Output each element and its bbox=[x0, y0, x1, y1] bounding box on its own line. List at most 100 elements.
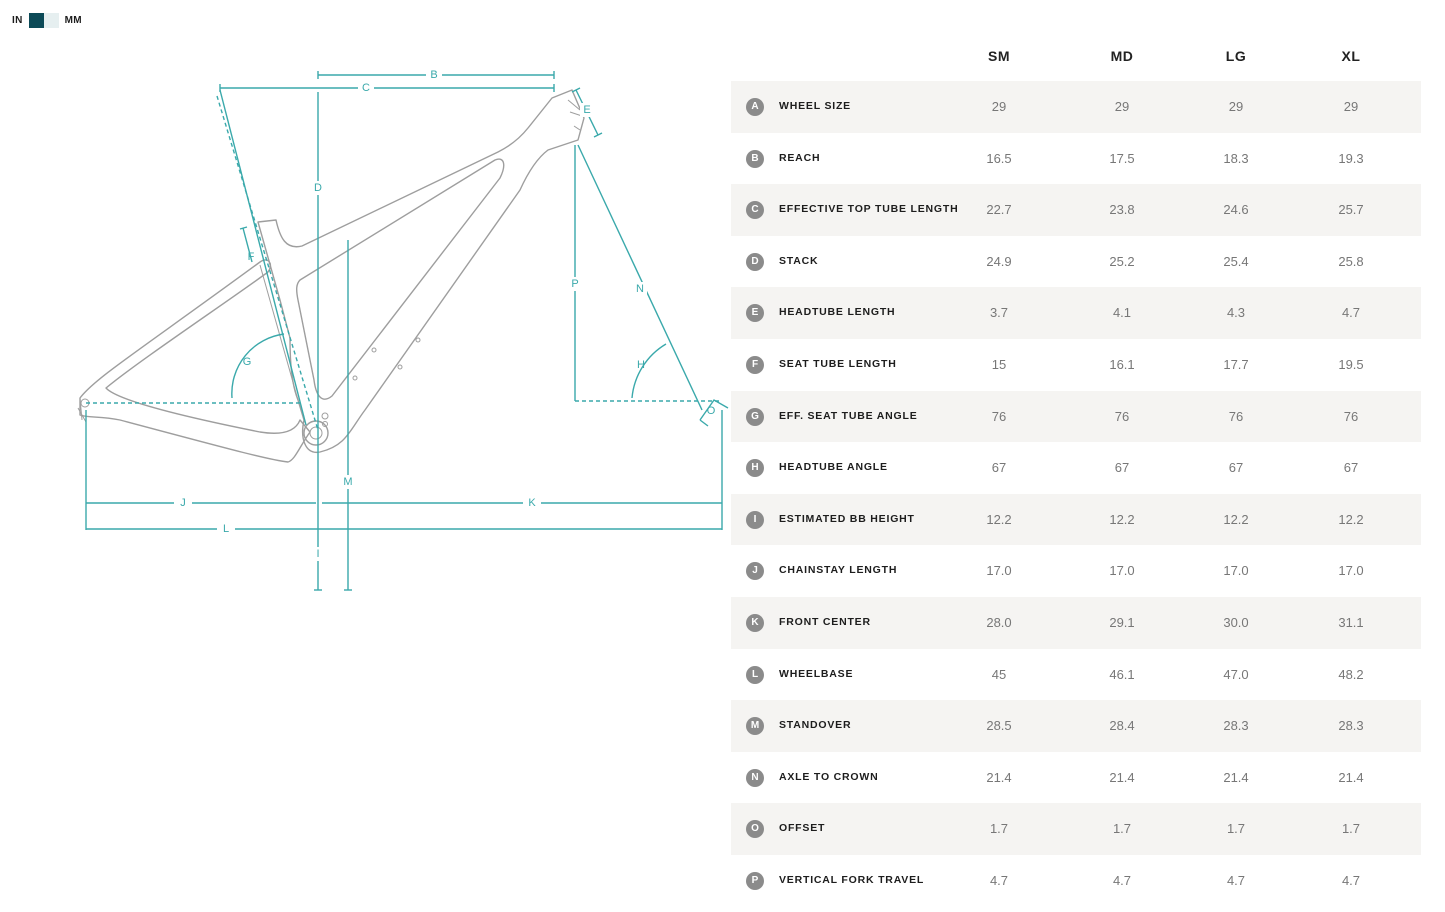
row-letter-badge: E bbox=[746, 304, 764, 323]
table-cell: 29 bbox=[991, 99, 1007, 114]
row-letter-badge: C bbox=[746, 201, 764, 220]
table-cell: 30.0 bbox=[1223, 614, 1249, 630]
table-cell: 48.2 bbox=[1338, 666, 1364, 682]
geometry-diagram: B C D E F G H I J K L M N O P bbox=[0, 50, 730, 610]
diagram-label-i: I bbox=[316, 548, 319, 560]
table-cell: 17.0 bbox=[986, 563, 1012, 579]
row-letter-badge: H bbox=[746, 459, 764, 478]
seatstay-detail bbox=[259, 264, 299, 401]
row-label: OFFSET bbox=[779, 822, 826, 835]
cable-port-3 bbox=[415, 337, 421, 343]
table-cell: 29.1 bbox=[1109, 614, 1135, 630]
unit-toggle[interactable]: IN MM bbox=[12, 12, 82, 28]
table-cell: 12.2 bbox=[1223, 511, 1249, 527]
table-cell: 17.0 bbox=[1223, 563, 1249, 579]
diagram-label-d: D bbox=[314, 182, 322, 194]
front-triangle-inner bbox=[295, 158, 505, 400]
table-cell: 23.8 bbox=[1109, 202, 1135, 218]
table-cell: 4.7 bbox=[1226, 872, 1246, 888]
diagram-label-b: B bbox=[430, 69, 437, 81]
rear-triangle bbox=[79, 259, 311, 463]
row-letter-badge: D bbox=[746, 252, 764, 271]
table-cell: 22.7 bbox=[986, 202, 1012, 218]
table-cell: 16.5 bbox=[986, 150, 1012, 166]
table-cell: 28.4 bbox=[1109, 718, 1135, 734]
table-cell: 12.2 bbox=[1109, 511, 1135, 527]
unit-mm-option[interactable]: MM bbox=[64, 14, 82, 26]
table-cell: 16.1 bbox=[1109, 356, 1135, 372]
diagram-label-k: K bbox=[528, 497, 536, 509]
table-cell: 19.3 bbox=[1338, 150, 1364, 166]
table-cell: 25.4 bbox=[1223, 253, 1249, 269]
table-cell: 67 bbox=[991, 460, 1007, 476]
row-label: VERTICAL FORK TRAVEL bbox=[779, 873, 925, 886]
diagram-label-n: N bbox=[636, 283, 644, 295]
table-cell: 21.4 bbox=[1223, 769, 1249, 785]
front-triangle bbox=[257, 89, 585, 453]
table-cell: 21.4 bbox=[986, 769, 1012, 785]
table-cell: 67 bbox=[1228, 460, 1244, 476]
table-cell: 76 bbox=[1228, 408, 1244, 424]
cable-port-2 bbox=[352, 375, 358, 381]
diagram-label-e: E bbox=[583, 104, 590, 116]
diagram-label-h: H bbox=[637, 359, 645, 371]
bolt-2 bbox=[322, 421, 328, 427]
headtube-detail bbox=[567, 99, 583, 131]
table-cell: 17.0 bbox=[1109, 563, 1135, 579]
row-label: STACK bbox=[779, 254, 819, 267]
unit-switch-track[interactable] bbox=[43, 12, 59, 28]
frame-diagram-svg: B C D E F G H I J K L M N O P bbox=[77, 68, 729, 591]
table-cell: 25.2 bbox=[1109, 253, 1135, 269]
unit-switch[interactable] bbox=[28, 12, 59, 28]
row-letter-badge: K bbox=[746, 613, 764, 632]
table-cell: 25.7 bbox=[1338, 202, 1364, 218]
table-cell: 1.7 bbox=[1112, 821, 1132, 837]
size-header-lg: LG bbox=[1225, 48, 1247, 64]
diagram-label-p: P bbox=[571, 278, 578, 290]
angle-arc-h bbox=[631, 343, 667, 399]
unit-in-option[interactable]: IN bbox=[12, 14, 23, 26]
table-cell: 1.7 bbox=[989, 821, 1009, 837]
row-letter-badge: A bbox=[746, 98, 764, 116]
diagram-label-l: L bbox=[223, 523, 229, 535]
table-cell: 12.2 bbox=[1338, 511, 1364, 527]
table-cell: 3.7 bbox=[989, 305, 1009, 321]
row-label: AXLE TO CROWN bbox=[779, 770, 879, 783]
table-cell: 17.0 bbox=[1338, 563, 1364, 579]
table-cell: 4.7 bbox=[1341, 305, 1361, 321]
table-cell: 45 bbox=[991, 666, 1007, 682]
row-label: HEADTUBE ANGLE bbox=[779, 461, 888, 474]
table-cell: 28.5 bbox=[986, 718, 1012, 734]
dropout-detail bbox=[77, 397, 87, 423]
table-cell: 24.9 bbox=[986, 253, 1012, 269]
table-cell: 28.3 bbox=[1338, 718, 1364, 734]
size-header-sm: SM bbox=[988, 48, 1010, 64]
size-header-row: SM MD LG XL bbox=[731, 34, 1421, 81]
diagram-label-c: C bbox=[362, 82, 370, 94]
row-label: STANDOVER bbox=[779, 719, 852, 732]
row-letter-badge: G bbox=[746, 407, 764, 426]
table-cell: 19.5 bbox=[1338, 356, 1364, 372]
row-letter-badge: N bbox=[746, 768, 764, 787]
table-cell: 29 bbox=[1343, 99, 1359, 114]
row-label: EFF. SEAT TUBE ANGLE bbox=[779, 409, 918, 422]
dim-line-n bbox=[577, 144, 703, 411]
table-cell: 1.7 bbox=[1341, 821, 1361, 837]
table-cell: 12.2 bbox=[986, 511, 1012, 527]
row-label: ESTIMATED BB HEIGHT bbox=[779, 512, 915, 525]
diagram-label-j: J bbox=[180, 497, 186, 509]
row-letter-badge: B bbox=[746, 149, 764, 168]
table-cell: 76 bbox=[991, 408, 1007, 424]
unit-switch-knob[interactable] bbox=[28, 12, 44, 28]
table-cell: 24.6 bbox=[1223, 202, 1249, 218]
row-label: EFFECTIVE TOP TUBE LENGTH bbox=[779, 203, 959, 216]
diagram-label-m: M bbox=[343, 476, 352, 488]
row-letter-badge: J bbox=[746, 562, 764, 581]
size-header-xl: XL bbox=[1341, 48, 1361, 64]
